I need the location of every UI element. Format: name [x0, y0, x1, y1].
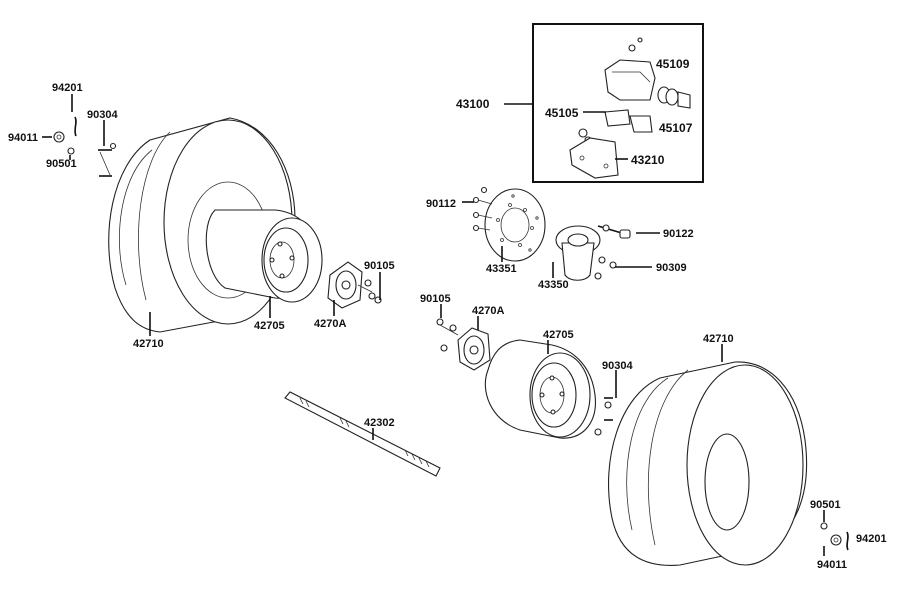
label-42302: 42302: [364, 417, 395, 429]
right-small-parts: [820, 522, 849, 551]
right-rim: [484, 339, 613, 439]
label-42705-right: 42705: [543, 329, 574, 341]
brake-disc: [472, 186, 546, 262]
label-45105: 45105: [545, 106, 579, 120]
label-90501-right: 90501: [810, 499, 841, 511]
label-45107: 45107: [659, 121, 693, 135]
label-90501-left: 90501: [46, 158, 77, 170]
label-43351: 43351: [486, 263, 517, 275]
label-43210: 43210: [631, 153, 665, 167]
label-90304-left: 90304: [87, 109, 118, 121]
label-94011-right: 94011: [817, 559, 847, 571]
label-94011-left: 94011: [8, 132, 38, 144]
label-90304-right: 90304: [602, 360, 633, 372]
label-94201-left: 94201: [52, 82, 83, 94]
label-90105-left: 90105: [364, 260, 395, 272]
label-42710-right: 42710: [703, 333, 734, 345]
left-rim: [205, 209, 323, 303]
label-90112: 90112: [426, 198, 456, 210]
right-hub: [436, 318, 491, 371]
label-45109: 45109: [656, 57, 690, 71]
axle-shaft: [284, 391, 441, 477]
label-43350: 43350: [538, 279, 569, 291]
label-94201-right: 94201: [856, 533, 887, 545]
label-42710-left: 42710: [133, 338, 164, 350]
caliper-assembly-box: [532, 23, 704, 183]
label-90309: 90309: [656, 262, 687, 274]
label-43100: 43100: [456, 97, 490, 111]
label-90122: 90122: [663, 228, 694, 240]
left-small-parts: [53, 116, 117, 177]
caliper-parts: [569, 37, 691, 179]
right-tire: [608, 361, 808, 566]
label-42705-left: 42705: [254, 320, 285, 332]
leader-lines: [42, 94, 825, 556]
label-4270A-right: 4270A: [472, 305, 504, 317]
label-90105-right: 90105: [420, 293, 451, 305]
brake-hub: [555, 224, 631, 281]
label-4270A-left: 4270A: [314, 318, 346, 330]
part-labels: 94201 94011 90501 90304 42710 42705 4270…: [8, 57, 887, 571]
left-hub: [327, 261, 382, 309]
